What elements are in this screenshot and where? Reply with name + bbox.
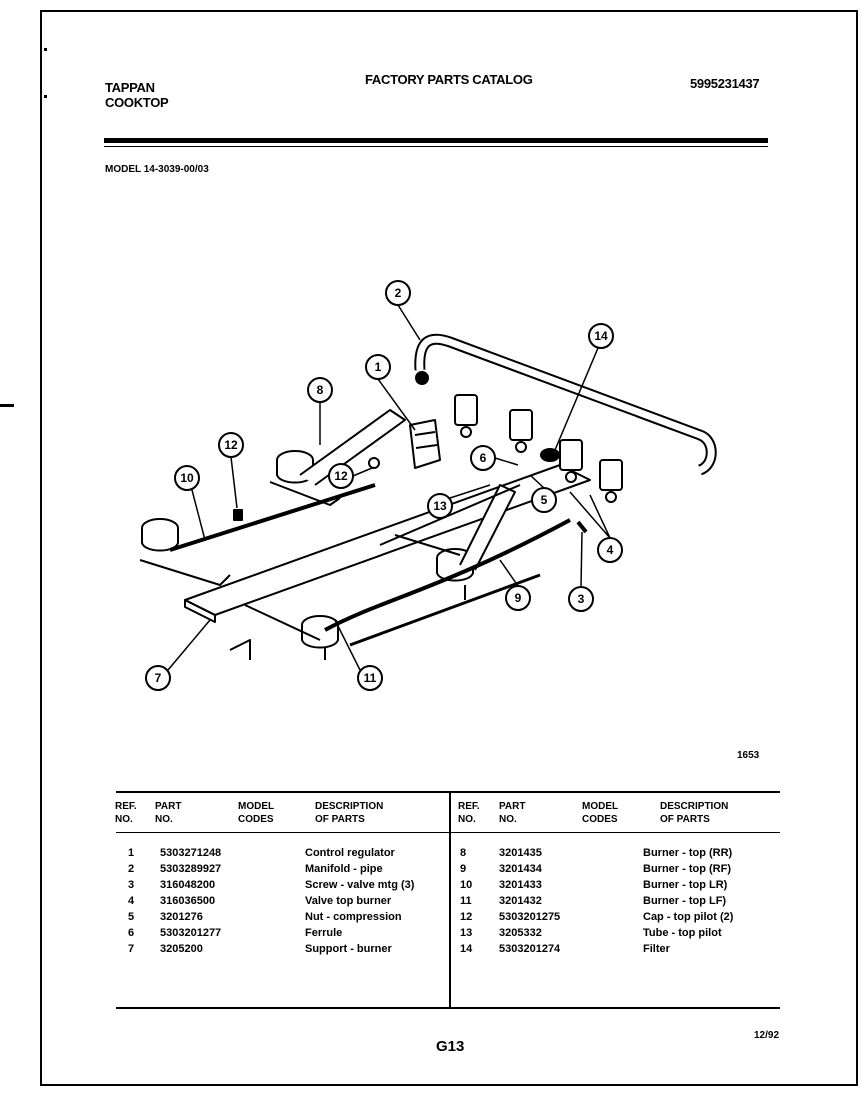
edge-mark: [0, 404, 14, 407]
table-row-ref: 5: [128, 911, 135, 923]
callout-12b: 12: [334, 469, 348, 483]
model-number: MODEL 14-3039-00/03: [105, 164, 209, 175]
table-row-desc: Manifold - pipe: [305, 863, 383, 875]
header-ref-no-right: REF. NO.: [458, 801, 480, 825]
header-rule-thin: [104, 146, 768, 147]
valve-row: [454, 394, 623, 503]
brand-block: TAPPAN COOKTOP: [105, 80, 169, 110]
table-row-desc: Burner - top (RF): [643, 863, 731, 875]
callout-14: 14: [594, 329, 608, 343]
table-row-desc: Screw - valve mtg (3): [305, 879, 415, 891]
table-row-part: 5303201275: [499, 911, 561, 923]
table-row-ref: 2: [128, 863, 135, 875]
revision-date: 12/92: [754, 1030, 780, 1041]
pilot-tube: [379, 484, 521, 546]
table-top-rule: [116, 791, 780, 793]
table-row-part: 3201432: [499, 895, 542, 907]
callout-2: 2: [395, 286, 402, 300]
header-part-no: PART NO.: [155, 801, 182, 825]
header-description-right: DESCRIPTION OF PARTS: [660, 801, 729, 825]
header-part-no-right: PART NO.: [499, 801, 526, 825]
catalog-title: FACTORY PARTS CATALOG: [365, 72, 533, 87]
header-rule-thick: [104, 138, 768, 143]
edge-dot: [44, 48, 47, 51]
right-part-column: 3201435 3201434 3201433 3201432 53032012…: [499, 845, 560, 957]
table-row-desc: Burner - top LR): [643, 879, 728, 891]
table-row-part: 3201276: [160, 911, 203, 923]
table-row-desc: Ferrule: [305, 927, 343, 939]
valve-screw: [576, 520, 588, 534]
callout-13: 13: [433, 499, 447, 513]
table-header-rule: [116, 832, 780, 833]
callout-9: 9: [515, 591, 522, 605]
edge-dot: [44, 95, 47, 98]
table-row-part: 5303271248: [160, 847, 222, 859]
table-row-ref: 4: [128, 895, 135, 907]
table-row-part: 5303201274: [499, 943, 561, 955]
table-row-part: 3201433: [499, 879, 542, 891]
table-row-ref: 6: [128, 927, 135, 939]
table-row-ref: 8: [460, 847, 467, 859]
header-model-codes-right: MODEL CODES: [582, 801, 619, 825]
table-row-ref: 10: [460, 879, 473, 891]
callout-7: 7: [155, 671, 162, 685]
table-row-desc: Burner - top (RR): [643, 847, 733, 859]
table-row-part: 5303289927: [160, 863, 222, 875]
callout-5: 5: [541, 493, 548, 507]
burner-lf: [244, 604, 339, 660]
figure-number: 1653: [737, 750, 760, 761]
table-row-ref: 1: [128, 847, 135, 859]
table-row-ref: 11: [460, 895, 472, 907]
header-description: DESCRIPTION OF PARTS: [315, 801, 384, 825]
page-frame: [40, 10, 858, 1086]
left-desc-column: Control regulator Manifold - pipe Screw …: [305, 845, 414, 957]
left-part-column: 5303271248 5303289927 316048200 31603650…: [160, 845, 221, 957]
table-bottom-rule: [116, 1007, 780, 1009]
left-ref-column: 1 2 3 4 5 6 7: [128, 845, 134, 957]
table-row-desc: Nut - compression: [305, 911, 402, 923]
callout-1: 1: [375, 360, 382, 374]
callout-3: 3: [578, 592, 585, 606]
filter: [540, 448, 560, 462]
product-type: COOKTOP: [105, 95, 169, 110]
header-model-codes: MODEL CODES: [238, 801, 275, 825]
table-row-ref: 7: [128, 943, 135, 955]
table-row-part: 3205332: [499, 927, 542, 939]
burner-lr: [139, 518, 231, 586]
page-code: G13: [436, 1038, 465, 1055]
right-desc-column: Burner - top (RR) Burner - top (RF) Burn…: [643, 845, 733, 957]
callout-6: 6: [480, 451, 487, 465]
table-row-part: 5303201277: [160, 927, 222, 939]
table-row-part: 3205200: [160, 943, 203, 955]
burner-rr: [269, 450, 341, 506]
table-row-ref: 3: [128, 879, 135, 891]
table-row-desc: Tube - top pilot: [643, 927, 722, 939]
right-ref-column: 8 9 10 11 12 13 14: [460, 845, 472, 957]
callout-10: 10: [180, 471, 194, 485]
table-row-ref: 12: [460, 911, 473, 923]
header-ref-no: REF. NO.: [115, 801, 137, 825]
table-row-part: 316036500: [160, 895, 216, 907]
table-row-desc: Burner - top LF): [643, 895, 727, 907]
table-row-desc: Control regulator: [305, 847, 395, 859]
callout-8: 8: [317, 383, 324, 397]
table-divider: [449, 791, 451, 1007]
table-row-desc: Filter: [643, 943, 670, 955]
table-row-desc: Cap - top pilot (2): [643, 911, 734, 923]
table-row-desc: Support - burner: [305, 943, 392, 955]
table-row-desc: Valve top burner: [305, 895, 392, 907]
brand-name: TAPPAN: [105, 80, 155, 95]
callout-12a: 12: [224, 438, 238, 452]
parts-diagram: 1 2 3 4 5 6 7 8 9 10 11 12 12 13 14: [139, 280, 717, 691]
table-row-ref: 13: [460, 927, 473, 939]
table-row-ref: 9: [460, 863, 467, 875]
table-row-part: 3201435: [499, 847, 542, 859]
control-regulator: [409, 419, 441, 469]
callout-4: 4: [607, 543, 614, 557]
table-row-ref: 14: [460, 943, 473, 955]
catalog-number: 5995231437: [690, 76, 760, 91]
callout-11: 11: [364, 671, 377, 685]
table-row-part: 3201434: [499, 863, 542, 875]
table-row-part: 316048200: [160, 879, 216, 891]
